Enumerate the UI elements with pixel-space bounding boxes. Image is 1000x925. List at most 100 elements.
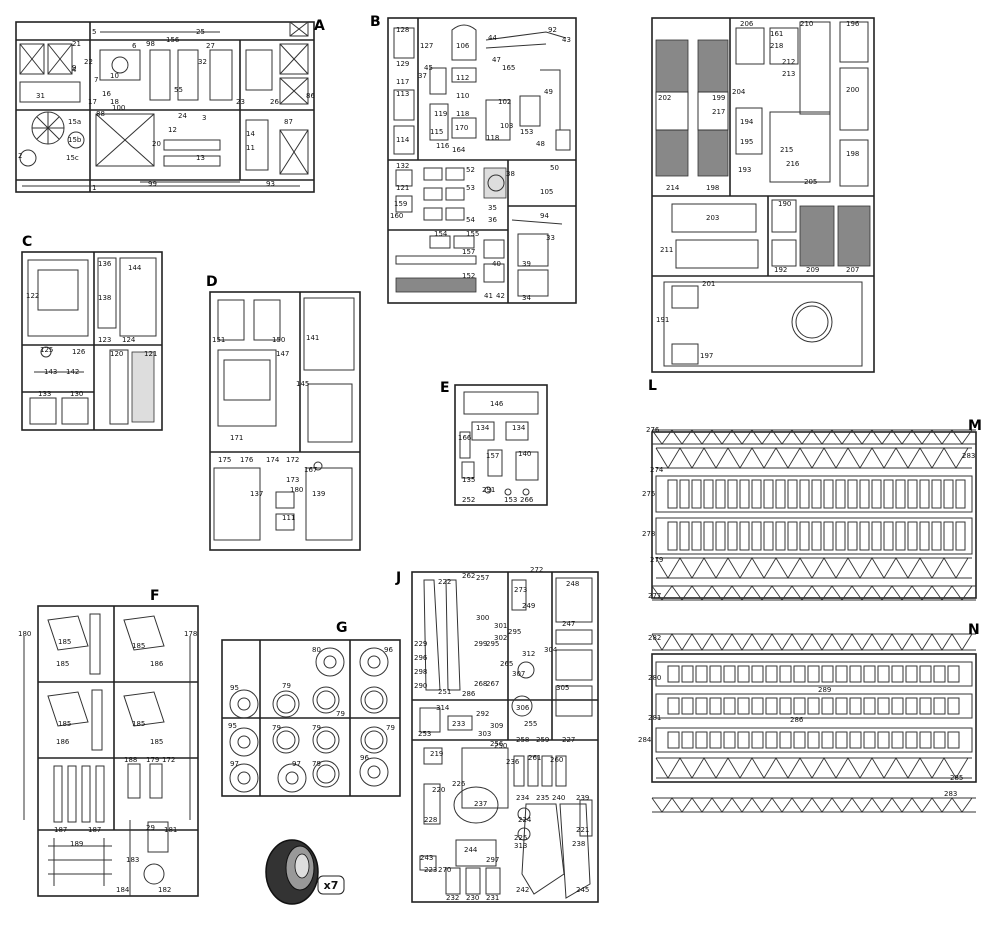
part-number: 283	[944, 790, 957, 798]
part-number: 146	[490, 400, 504, 408]
m-truss-2	[656, 447, 972, 469]
part-number: 116	[436, 142, 450, 150]
part-number: 106	[456, 42, 470, 50]
part-number: 247	[562, 620, 575, 628]
part-number: 174	[266, 456, 280, 464]
part-number: 285	[950, 774, 963, 782]
part-number: 26	[270, 98, 279, 106]
part-number: 9	[72, 64, 76, 72]
part-number: 268	[474, 680, 487, 688]
sprue-label-f: F	[150, 588, 160, 604]
part-number: 171	[230, 434, 243, 442]
part-number: 279	[650, 556, 663, 564]
part-number: 202	[658, 94, 671, 102]
part-number: 173	[286, 476, 299, 484]
part-number: 203	[706, 214, 719, 222]
part-number: 79	[272, 724, 281, 732]
part-number: 36	[488, 216, 497, 224]
ladder-rung	[779, 665, 792, 683]
part-number: 314	[436, 704, 450, 712]
part-number: 53	[466, 184, 475, 192]
ladder-rung	[835, 697, 848, 715]
part-number: 135	[462, 476, 475, 484]
ladder-rung	[849, 697, 862, 715]
part-number: 191	[656, 316, 669, 324]
part-number: 150	[272, 336, 285, 344]
ladder-rung	[863, 665, 876, 683]
part-number: 100	[112, 104, 125, 112]
part-number: 237	[474, 800, 487, 808]
part-number: 216	[786, 160, 800, 168]
ladder-rung	[807, 665, 820, 683]
part-number: 232	[446, 894, 459, 902]
part-number: 295	[508, 628, 521, 636]
part-number: 22	[84, 58, 93, 66]
part-number: 270	[438, 866, 451, 874]
ladder-rung	[807, 697, 820, 715]
ladder-rung	[739, 521, 750, 551]
part-number: 21	[72, 40, 81, 48]
ladder-rung	[709, 731, 722, 749]
ladder-rung	[751, 521, 762, 551]
ladder-rung	[679, 479, 690, 509]
ladder-rung	[779, 697, 792, 715]
part-number: 55	[174, 86, 183, 94]
ladder-rung	[695, 665, 708, 683]
ladder-rung	[787, 521, 798, 551]
part-number: 119	[434, 110, 447, 118]
part-number: 117	[396, 78, 409, 86]
part-number: 226	[452, 780, 466, 788]
sprue-n	[651, 633, 977, 813]
ladder-rung	[667, 665, 680, 683]
ladder-rung	[943, 521, 954, 551]
part-number: 185	[150, 738, 163, 746]
ladder-rung	[715, 479, 726, 509]
part-number: 229	[414, 640, 427, 648]
part-number: 236	[506, 758, 520, 766]
part-number: 302	[494, 634, 507, 642]
part-number: 235	[536, 794, 549, 802]
part-number: 295	[486, 640, 499, 648]
part-number: 225	[514, 834, 527, 842]
part-number: 27	[206, 42, 215, 50]
ladder-rung	[703, 521, 714, 551]
ladder-rung	[681, 665, 694, 683]
ladder-rung	[787, 479, 798, 509]
part-number: 147	[276, 350, 289, 358]
part-number: 141	[306, 334, 319, 342]
sprue-d	[209, 291, 361, 551]
part-number: 94	[540, 212, 549, 220]
part-number: 201	[702, 280, 715, 288]
ladder-rung	[723, 665, 736, 683]
part-number: 172	[286, 456, 299, 464]
part-number: 182	[158, 886, 171, 894]
part-number: 181	[164, 826, 177, 834]
part-number: 297	[486, 856, 499, 864]
part-number: 40	[492, 260, 501, 268]
part-number: 183	[126, 856, 139, 864]
m-truss-3	[656, 557, 972, 579]
sprue-label-c: C	[22, 234, 32, 250]
part-number: 130	[70, 390, 83, 398]
part-number: 29	[146, 824, 155, 832]
part-number: 98	[146, 40, 155, 48]
tire-quantity: x7	[324, 879, 339, 892]
sprue-label-g: G	[336, 620, 348, 636]
a-brace-boxes	[19, 21, 309, 175]
ladder-rung	[751, 731, 764, 749]
ladder-rung	[947, 697, 960, 715]
ladder-rung	[835, 479, 846, 509]
ladder-rung	[821, 697, 834, 715]
part-number: 12	[168, 126, 177, 134]
part-number: 214	[666, 184, 680, 192]
part-number: 291	[482, 486, 495, 494]
part-number: 20	[152, 140, 161, 148]
part-number: 167	[304, 466, 317, 474]
part-number: 157	[462, 248, 475, 256]
part-number: 102	[498, 98, 511, 106]
ladder-rung	[905, 697, 918, 715]
sprue-label-d: D	[206, 274, 218, 290]
part-number: 227	[562, 736, 575, 744]
ladder-rung	[919, 697, 932, 715]
ladder-rung	[933, 731, 946, 749]
